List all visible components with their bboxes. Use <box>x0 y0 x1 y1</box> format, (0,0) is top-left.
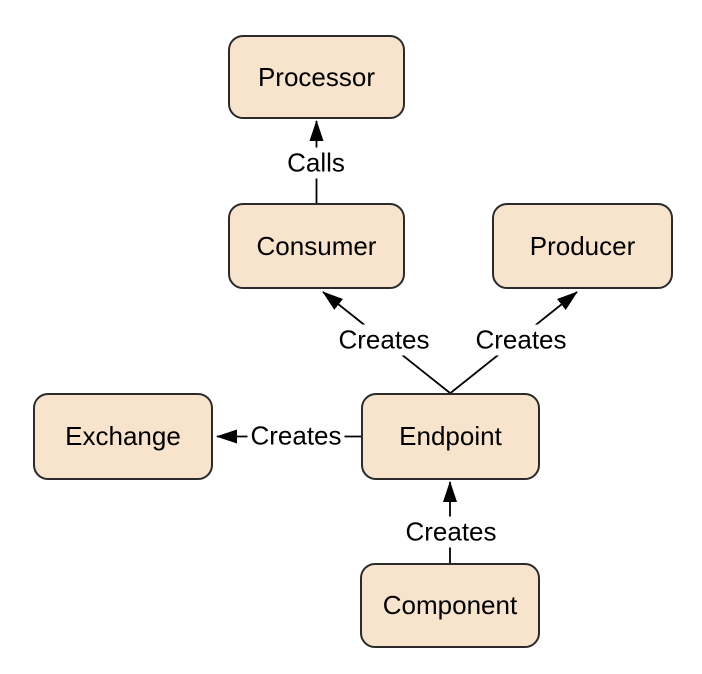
node-processor-label: Processor <box>257 61 376 92</box>
node-endpoint: Endpoint <box>361 393 540 480</box>
node-endpoint-label: Endpoint <box>399 421 502 451</box>
edge-label-calls: Calls <box>284 147 348 179</box>
node-processor: Processor <box>228 35 405 119</box>
node-producer: Producer <box>492 203 673 289</box>
edge-label-creates-producer: Creates <box>472 324 570 356</box>
node-consumer: Consumer <box>228 203 405 289</box>
edge-label-creates-exchange: Creates <box>247 420 345 452</box>
edge-label-creates-endpoint: Creates <box>402 516 500 548</box>
node-component: Component <box>360 563 540 648</box>
node-exchange-label: Exchange <box>65 421 181 451</box>
node-exchange: Exchange <box>33 393 213 480</box>
edge-label-creates-consumer: Creates <box>335 324 433 356</box>
node-consumer-label: Consumer <box>256 230 377 261</box>
node-producer-label: Producer <box>529 230 636 261</box>
node-component-label: Component <box>382 590 518 620</box>
